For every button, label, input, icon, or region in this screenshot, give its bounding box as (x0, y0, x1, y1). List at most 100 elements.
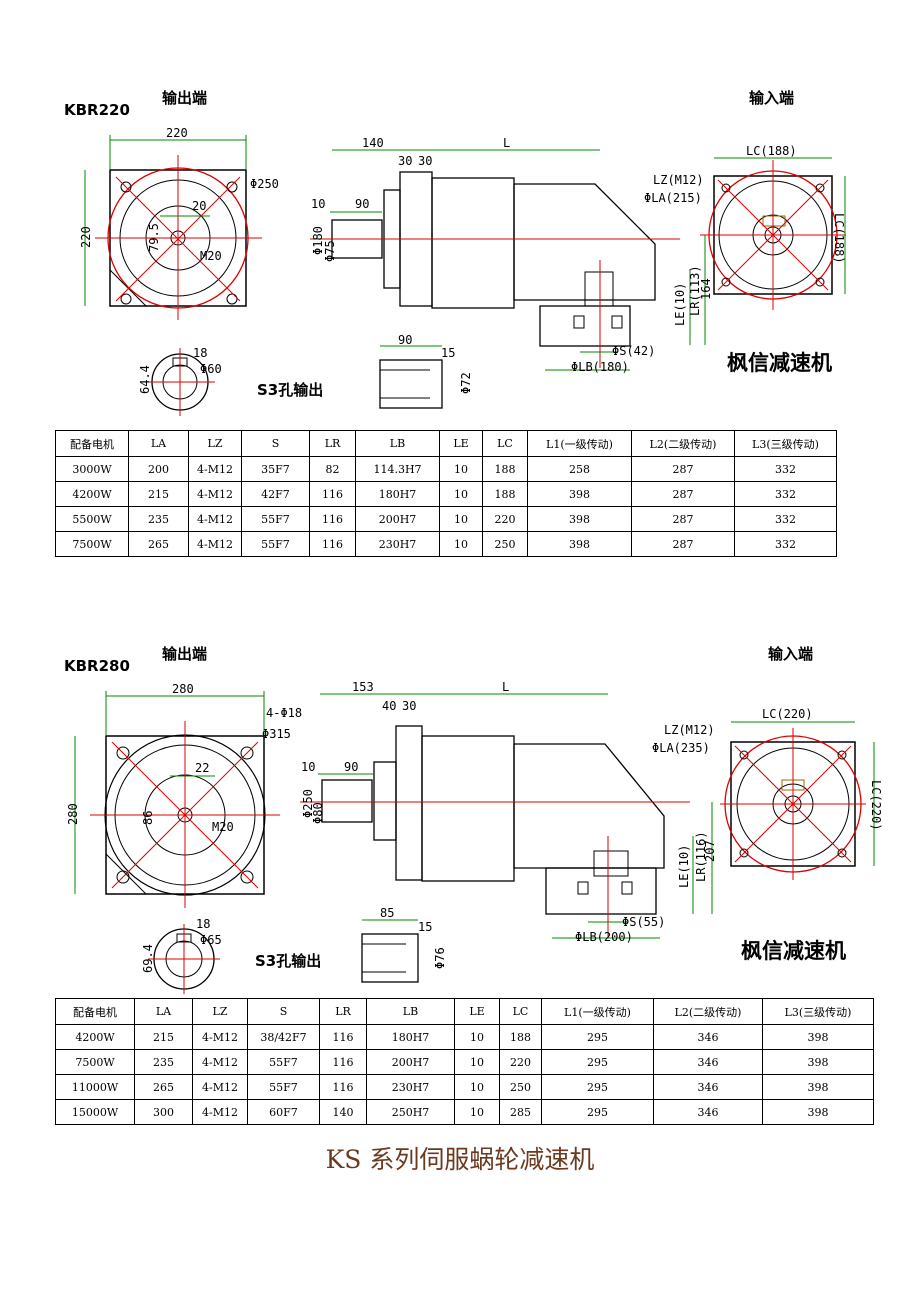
cell: 200H7 (366, 1049, 455, 1075)
cell: 346 (653, 1049, 763, 1075)
cell: 200H7 (355, 506, 440, 532)
cell: 220 (482, 506, 528, 532)
header-cell: 配备电机 (55, 430, 129, 457)
cell: 398 (527, 531, 632, 557)
model-label: KBR220 (64, 101, 130, 119)
cell: 250 (482, 531, 528, 557)
table-header-row: 配备电机 LA LZ S LR LB LE LC L1(一级传动) L2(二级传… (55, 998, 874, 1025)
cell: 4200W (55, 1024, 135, 1050)
dim-lb: ΦLB(180) (571, 360, 629, 374)
input-end-label: 输入端 (749, 89, 795, 107)
dim-le: LE(10) (677, 845, 691, 888)
dim-bolts: 4-Φ18 (266, 706, 302, 720)
dim-lc-top: LC(188) (746, 144, 797, 158)
cell: 116 (309, 481, 356, 507)
dim-la: ΦLA(235) (652, 741, 710, 755)
dim-flange-w: 220 (166, 126, 188, 140)
dim-le: LE(10) (673, 283, 687, 326)
header-cell: LC (499, 998, 542, 1025)
header-cell: L3(三级传动) (762, 998, 874, 1025)
dim-sleeve-len: 90 (398, 333, 412, 347)
cell: 38/42F7 (247, 1024, 320, 1050)
table-header-row: 配备电机 LA LZ S LR LB LE LC L1(一级传动) L2(二级传… (55, 430, 837, 457)
dim-shoulder: 10 (311, 197, 325, 211)
cell: 114.3H7 (355, 456, 440, 482)
cell: 4-M12 (192, 1024, 248, 1050)
dim-sleeve-step: 15 (418, 920, 432, 934)
cell: 116 (319, 1049, 367, 1075)
dim-flange-h: 220 (79, 226, 93, 248)
dim-h: 207 (703, 840, 717, 862)
cell: 300 (134, 1099, 193, 1125)
dim-bore: Φ65 (200, 933, 222, 947)
cell: 116 (309, 531, 356, 557)
dim-lz: LZ(M12) (653, 173, 704, 187)
header-cell: LE (454, 998, 500, 1025)
cell: 285 (499, 1099, 542, 1125)
dim-depth: 64.4 (138, 365, 152, 394)
dim-shaft-len: 90 (344, 760, 358, 774)
cell: 235 (134, 1049, 193, 1075)
cell: 398 (762, 1099, 874, 1125)
dim-sleeve-d: Φ72 (459, 372, 473, 394)
header-cell: LR (319, 998, 367, 1025)
cell: 55F7 (247, 1074, 320, 1100)
dim-s: ΦS(42) (612, 344, 655, 358)
dim-depth: 69.4 (141, 944, 155, 973)
cell: 332 (734, 456, 837, 482)
cell: 116 (319, 1024, 367, 1050)
dim-thread: M20 (212, 820, 234, 834)
side-view: 153 40 30 L 10 90 Φ250 Φ80 LE(10) LR(116… (300, 680, 717, 944)
dim-lr: LR(116) (694, 831, 708, 882)
cell: 4-M12 (188, 481, 242, 507)
cell: 4-M12 (192, 1099, 248, 1125)
s3-label: S3孔输出 (255, 952, 322, 970)
cell: 15000W (55, 1099, 135, 1125)
header-cell: LA (134, 998, 193, 1025)
cell: 4-M12 (192, 1074, 248, 1100)
dim-len: L (502, 680, 509, 694)
dim-key: 22 (195, 761, 209, 775)
cell: 180H7 (355, 481, 440, 507)
cell: 398 (527, 506, 632, 532)
header-cell: L1(一级传动) (527, 430, 632, 457)
dim-spigot: Φ180 (311, 226, 325, 255)
header-cell: L2(二级传动) (653, 998, 763, 1025)
cell: 10 (439, 506, 483, 532)
cell: 55F7 (241, 506, 310, 532)
cell: 287 (631, 456, 735, 482)
header-cell: LB (366, 998, 455, 1025)
cell: 215 (134, 1024, 193, 1050)
dim-bore: Φ60 (200, 362, 222, 376)
page-title: KS 系列伺服蜗轮减速机 (325, 1145, 595, 1174)
cell: 4-M12 (188, 531, 242, 557)
dim-lc-top: LC(220) (762, 707, 813, 721)
cell: 332 (734, 506, 837, 532)
cell: 346 (653, 1074, 763, 1100)
cell: 55F7 (241, 531, 310, 557)
cell: 295 (541, 1099, 654, 1125)
cell: 82 (309, 456, 356, 482)
dim-pcd: Φ250 (250, 177, 279, 191)
spec-table-kbr280: 配备电机 LA LZ S LR LB LE LC L1(一级传动) L2(二级传… (55, 998, 874, 1125)
cell: 230H7 (355, 531, 440, 557)
cell: 215 (128, 481, 189, 507)
cell: 5500W (55, 506, 129, 532)
cell: 398 (762, 1074, 874, 1100)
kbr280-drawing: 280 280 4-Φ18 Φ315 22 86 M20 153 40 30 L… (66, 680, 883, 994)
cell: 332 (734, 481, 837, 507)
cell: 250H7 (366, 1099, 455, 1125)
cell: 287 (631, 481, 735, 507)
dim-lz: LZ(M12) (664, 723, 715, 737)
cell: 398 (527, 481, 632, 507)
dim-s: ΦS(55) (622, 915, 665, 929)
dim-shaft-d: Φ80 (311, 802, 325, 824)
cell: 60F7 (247, 1099, 320, 1125)
dim-shaft-len: 90 (355, 197, 369, 211)
cell: 10 (454, 1074, 500, 1100)
dim-shaft-h: 79.5 (147, 223, 161, 252)
header-cell: LZ (192, 998, 248, 1025)
